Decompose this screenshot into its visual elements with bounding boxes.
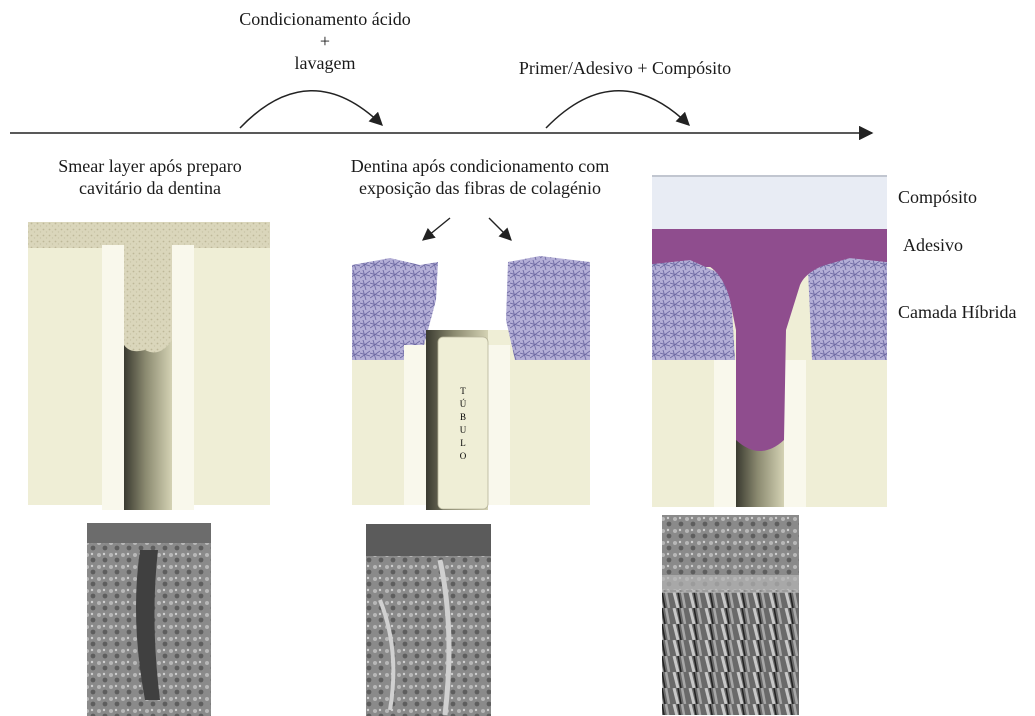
tubule-letter: O <box>460 451 467 461</box>
collagen-arrow-left <box>423 218 450 240</box>
tubule-letter: B <box>460 412 466 422</box>
tubule-letter: L <box>460 438 466 448</box>
sem-image-etched <box>366 524 491 716</box>
step1-arc-arrow <box>240 91 382 128</box>
step2-arc-arrow <box>546 91 689 128</box>
sem-image-hybrid <box>662 515 799 715</box>
collagen-arrow-right <box>489 218 511 240</box>
tubule-letter: T <box>460 386 466 396</box>
hybrid-layer-panel <box>652 175 887 507</box>
tubule-label-box <box>438 337 488 509</box>
tubule-letter: U <box>460 425 467 435</box>
smear-layer-panel <box>28 222 270 510</box>
sem-image-smear <box>87 523 211 716</box>
etched-dentin-panel <box>352 256 590 510</box>
tubule-letter: Ú <box>460 399 467 409</box>
